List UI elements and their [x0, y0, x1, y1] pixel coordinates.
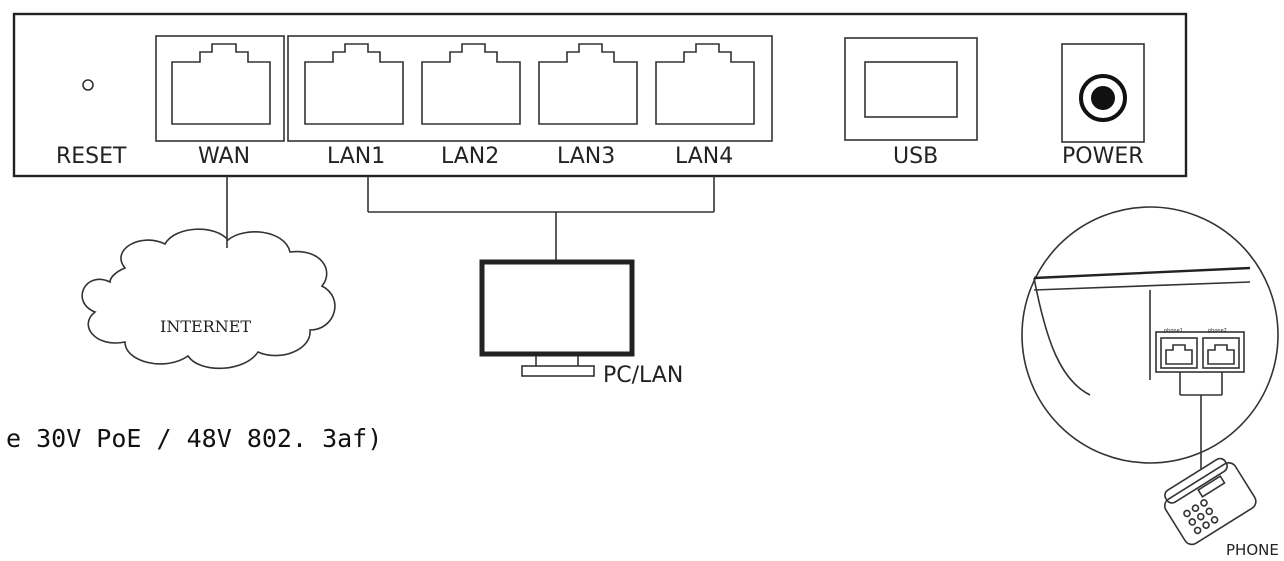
- lan1-label: LAN1: [327, 144, 385, 169]
- lan2-label: LAN2: [441, 144, 499, 169]
- lan4-label: LAN4: [675, 144, 733, 169]
- usb-port-icon: [864, 61, 958, 118]
- reset-hole-icon: [82, 79, 94, 91]
- usb-frame: [844, 37, 978, 141]
- power-note: e 30V PoE / 48V 802. 3af): [6, 424, 382, 453]
- usb-label: USB: [893, 144, 938, 169]
- wan-label: WAN: [198, 144, 250, 169]
- power-jack-icon: [1079, 74, 1127, 122]
- wan-port-icon: [171, 43, 271, 125]
- lan3-label: LAN3: [557, 144, 615, 169]
- phone2-port-label: phone2: [1208, 328, 1227, 334]
- phone2-port-icon: [1202, 337, 1240, 369]
- lan2-port-icon: [421, 43, 521, 125]
- phone1-port-label: phone1: [1164, 328, 1183, 334]
- phone-label: PHONE: [1226, 541, 1279, 559]
- detail-magnifier: [1021, 206, 1279, 464]
- lan3-port-icon: [538, 43, 638, 125]
- router-panel: [12, 12, 1188, 178]
- lan4-port-icon: [655, 43, 755, 125]
- device-side-view: [1033, 266, 1251, 396]
- power-frame: [1061, 43, 1145, 143]
- lan1-port-icon: [304, 43, 404, 125]
- cloud-icon: [81, 228, 336, 370]
- cloud-label: INTERNET: [160, 317, 251, 336]
- monitor-icon: [479, 259, 635, 377]
- power-label: POWER: [1062, 144, 1144, 169]
- phone1-port-icon: [1160, 337, 1198, 369]
- wan-frame: [155, 35, 285, 142]
- reset-label: RESET: [56, 144, 127, 169]
- telephone-icon: [1163, 457, 1257, 546]
- lan-frame: [287, 35, 773, 142]
- pc-label: PC/LAN: [603, 363, 683, 388]
